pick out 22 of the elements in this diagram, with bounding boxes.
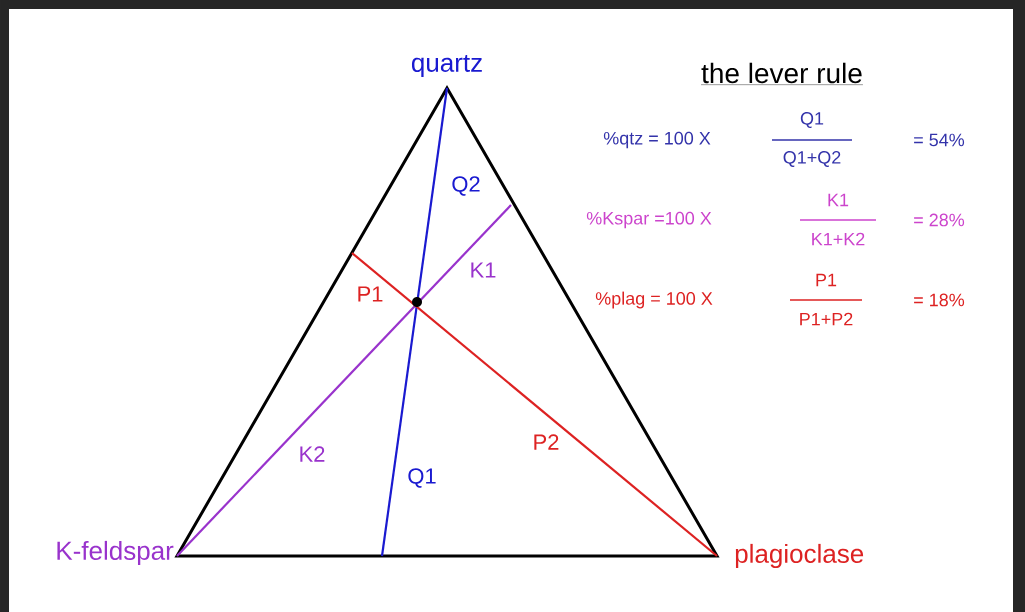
segment-label: P2 [534, 434, 559, 450]
fraction-numerator: P1 [816, 273, 837, 287]
segment-label: K2 [300, 446, 325, 462]
fraction-numerator: K1 [828, 193, 849, 207]
segment-label: K1 [471, 262, 496, 278]
segment-label: Q1 [408, 468, 436, 488]
result-text: = 28% [914, 213, 965, 227]
vertex-label: K-feldspar [57, 540, 174, 566]
fraction-numerator: Q1 [800, 112, 824, 128]
vertex-label: quartz [411, 54, 482, 78]
fraction-denominator: K1+K2 [812, 232, 865, 246]
fraction-denominator: Q1+Q2 [783, 151, 841, 167]
result-text: = 18% [914, 293, 965, 307]
segment-label: P1 [358, 286, 383, 302]
fraction-denominator: P1+P2 [800, 312, 853, 326]
formula-text: %Kspar =100 X [586, 211, 712, 229]
formula-text: %plag = 100 X [595, 291, 713, 309]
segment-label: Q2 [452, 176, 480, 196]
vertex-label: plagioclase [735, 543, 864, 569]
formula-text: %qtz = 100 X [603, 131, 711, 149]
title: the lever rule [700, 62, 864, 85]
result-text: = 54% [914, 133, 965, 147]
